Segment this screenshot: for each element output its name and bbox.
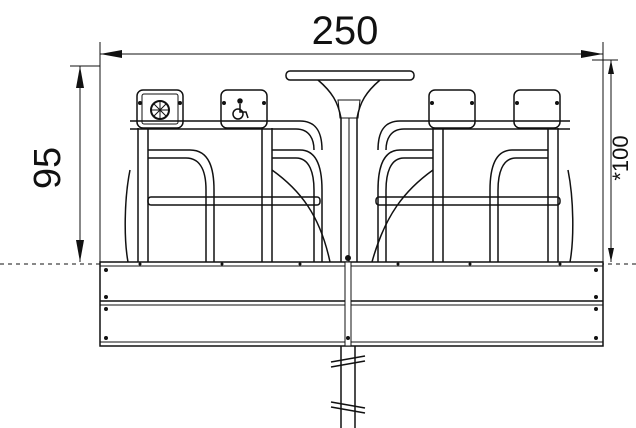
arrowhead-right [581,50,603,58]
seat-left-outer [124,89,215,263]
centre-post [330,346,366,428]
top-rails [130,120,570,151]
arrowhead-bottom [76,240,84,262]
centre-table [285,70,415,262]
arrowhead-top [76,66,84,88]
arrowhead-left [100,50,122,58]
arrowhead-clearance-top [608,60,614,74]
wheel-icon-panel [141,93,179,125]
arrowhead-clearance-bottom [608,248,614,262]
height-dimension [70,65,100,262]
wheelchair-icon [232,98,249,120]
platform-base [99,261,604,347]
width-dimension [99,42,604,262]
seat-panel-bolts [138,101,559,105]
seat-bars [147,196,561,206]
seat-right-inner [371,89,476,263]
seat-left-inner [220,89,331,263]
height-dimension-label: 95 [27,147,69,189]
width-dimension-label: 250 [312,9,379,53]
seat-right-outer [489,89,574,263]
clearance-dimension-label: *100 [608,135,633,180]
clearance-dimension [592,59,618,262]
